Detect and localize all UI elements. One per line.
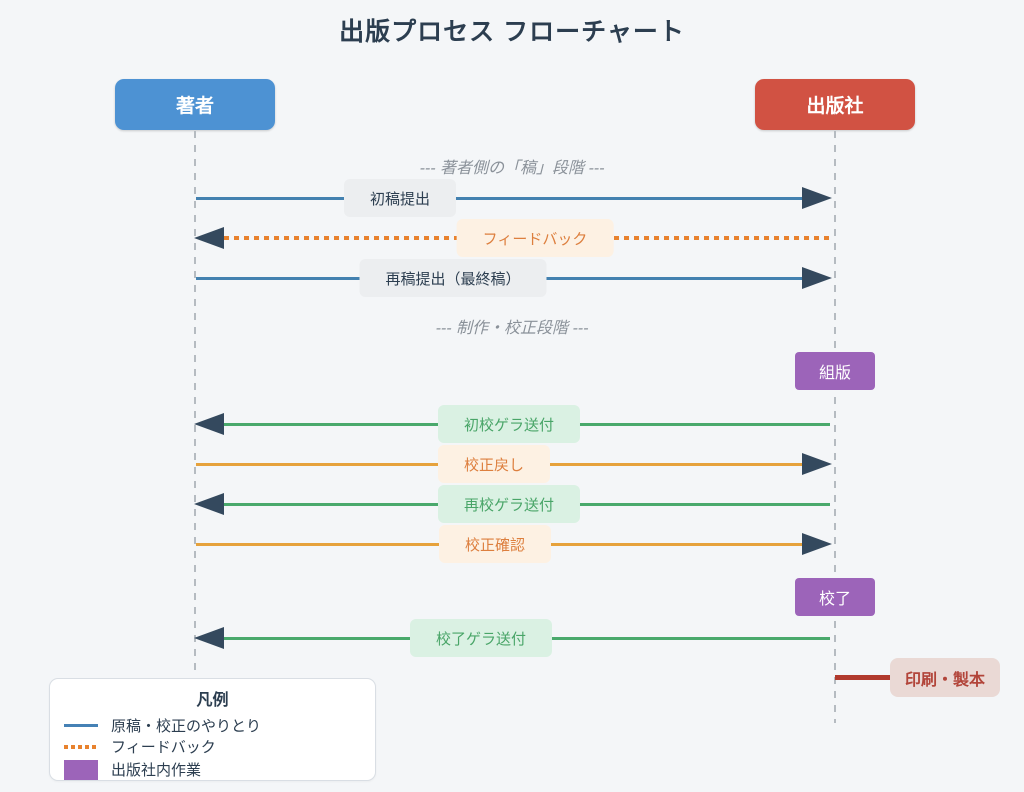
page-title: 出版プロセス フローチャート: [339, 18, 685, 46]
message-label: 初稿提出: [343, 179, 457, 217]
legend-item-manuscript-exchange: 原稿・校正のやりとり: [50, 715, 375, 736]
legend: 凡例 原稿・校正のやりとり フィードバック 出版社内作業: [49, 678, 376, 781]
arrowhead-right-icon: [802, 267, 832, 289]
internal-task-typesetting: 組版: [795, 352, 875, 390]
print-connector-line: [835, 675, 890, 680]
actor-author: 著者: [115, 79, 275, 130]
arrowhead-left-icon: [194, 227, 224, 249]
actor-publisher: 出版社: [755, 79, 915, 130]
purple-box-swatch-icon: [64, 759, 98, 780]
legend-item-label: フィードバック: [111, 739, 216, 756]
legend-item-feedback: フィードバック: [50, 736, 375, 757]
message-label: 再稿提出（最終稿）: [359, 259, 547, 297]
lifeline-publisher: [834, 131, 836, 723]
message-label: 校正確認: [438, 525, 552, 563]
legend-title: 凡例: [196, 692, 229, 709]
section-label-draft-stage: --- 著者側の「稿」段階 ---: [419, 160, 605, 177]
message-label: 校了ゲラ送付: [409, 619, 553, 657]
legend-item-internal-work: 出版社内作業: [50, 759, 375, 780]
internal-task-proof-complete: 校了: [795, 578, 875, 616]
final-step-label: 印刷・製本: [905, 671, 986, 689]
message-label: 再校ゲラ送付: [437, 485, 581, 523]
task-label: 校了: [818, 591, 851, 608]
arrowhead-left-icon: [194, 627, 224, 649]
message-label: 初校ゲラ送付: [437, 405, 581, 443]
arrowhead-right-icon: [802, 533, 832, 555]
arrow-line: [196, 196, 806, 200]
task-label: 組版: [818, 365, 851, 382]
legend-item-label: 原稿・校正のやりとり: [111, 718, 262, 735]
orange-dotted-swatch-icon: [64, 744, 98, 749]
actor-publisher-label: 出版社: [806, 96, 864, 117]
section-label-production-stage: --- 制作・校正段階 ---: [435, 320, 589, 337]
arrowhead-right-icon: [802, 453, 832, 475]
actor-author-label: 著者: [175, 96, 214, 117]
arrowhead-right-icon: [802, 187, 832, 209]
arrowhead-left-icon: [194, 493, 224, 515]
lifeline-author: [194, 131, 196, 671]
final-step-print-binding: 印刷・製本: [890, 658, 1001, 697]
blue-line-swatch-icon: [64, 724, 98, 727]
message-label: フィードバック: [456, 219, 614, 257]
legend-item-label: 出版社内作業: [111, 762, 202, 779]
arrowhead-left-icon: [194, 413, 224, 435]
message-label: 校正戻し: [437, 445, 551, 483]
